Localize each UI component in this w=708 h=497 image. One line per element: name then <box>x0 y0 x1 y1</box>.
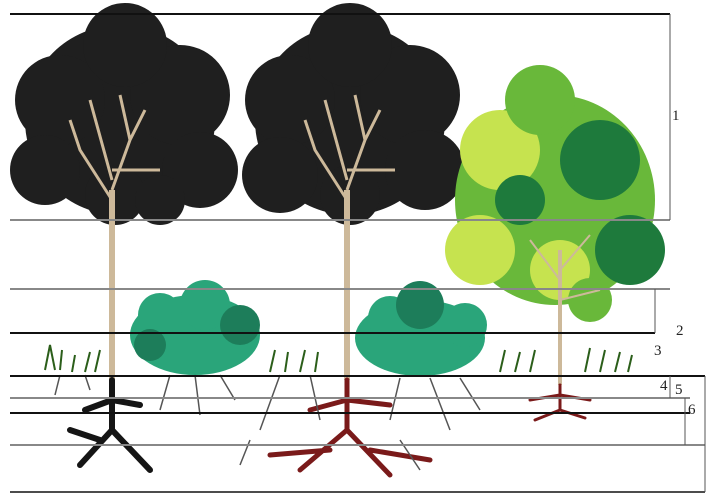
dark-tree-middle-canopy <box>242 3 465 225</box>
layer-label-1: 1 <box>672 108 680 125</box>
roots-right-tree <box>530 385 590 420</box>
herb-layer <box>45 345 632 372</box>
roots-left-tree <box>70 380 150 470</box>
roots-middle-tree <box>270 380 430 475</box>
shrub-middle <box>355 281 487 376</box>
green-tree-right-canopy <box>445 65 665 322</box>
layer-label-6: 6 <box>688 402 696 419</box>
layer-label-2: 2 <box>676 323 684 340</box>
layer-label-4: 4 <box>660 378 668 395</box>
shrub-left <box>130 280 260 375</box>
layer-label-5: 5 <box>675 382 683 399</box>
layer-label-3: 3 <box>654 343 662 360</box>
